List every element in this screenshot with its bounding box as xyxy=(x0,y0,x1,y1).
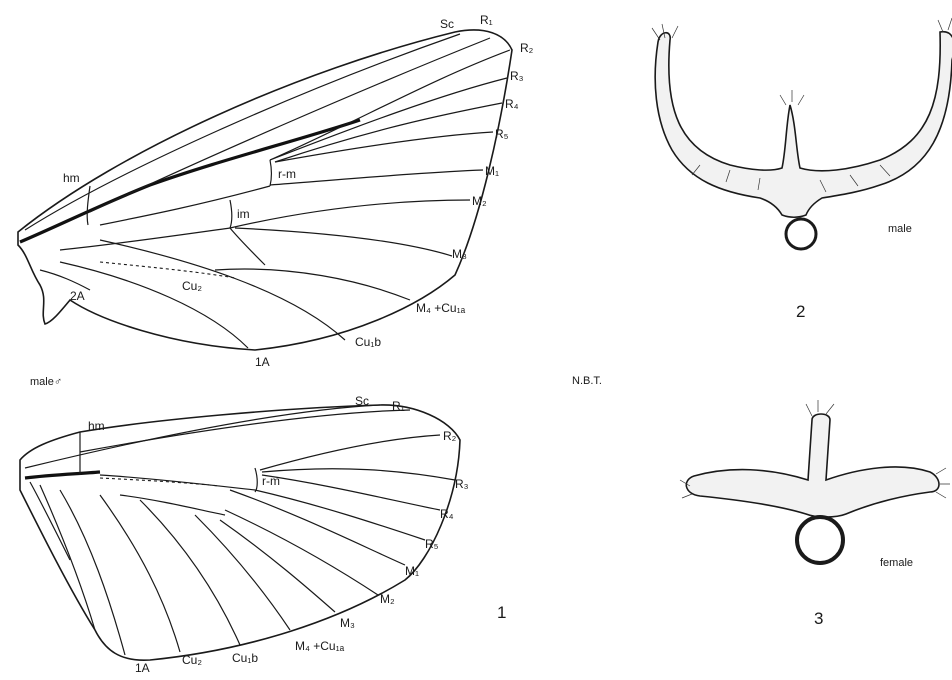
label-sc: Sc xyxy=(440,17,454,31)
figure-number-2: 2 xyxy=(796,302,805,321)
label-hm: hm xyxy=(63,171,80,185)
hw-vein-r2 xyxy=(260,435,440,470)
female-structure-outline xyxy=(686,414,939,517)
vein-m1 xyxy=(270,170,483,185)
hw-crossvein-rm xyxy=(255,468,257,492)
hw-label-m1: M₁ xyxy=(405,564,419,578)
hw-vein-r5 xyxy=(255,490,425,540)
vein-cubitus-stem xyxy=(60,228,230,250)
hw-vein-dashed xyxy=(100,478,220,486)
crossvein-mcu xyxy=(230,228,265,265)
vein-m4-cu1a xyxy=(215,269,410,300)
female-structure-diagram: female 3 xyxy=(680,400,950,628)
hw-label-m4-cu1a: M₄ +Cu₁ₐ xyxy=(295,639,345,653)
vein-m3 xyxy=(235,228,452,256)
hw-vein-2a xyxy=(40,485,95,630)
label-m1: M₁ xyxy=(485,164,499,178)
hw-vein-cubitus-stem xyxy=(120,495,225,515)
hw-label-m3: M₃ xyxy=(340,616,355,630)
hw-label-r5: R₅ xyxy=(425,537,439,551)
male-structure-diagram: male 2 xyxy=(652,18,952,321)
forewing-caption: male♂ xyxy=(30,376,62,388)
crossvein-hm xyxy=(87,186,90,225)
label-r3: R₃ xyxy=(510,69,524,83)
vein-2a xyxy=(40,270,90,290)
hw-label-cu2: Cu₂ xyxy=(182,653,202,667)
label-r2: R₂ xyxy=(520,41,534,55)
vein-cu2 xyxy=(100,262,235,278)
hw-label-r3: R₃ xyxy=(455,477,469,491)
female-label: female xyxy=(880,557,913,569)
hindwing-costa-base xyxy=(25,472,100,478)
hw-vein-r3 xyxy=(262,469,455,480)
hw-vein-m2 xyxy=(225,510,378,595)
label-m2: M₂ xyxy=(472,194,487,208)
hw-vein-r4 xyxy=(262,475,440,510)
label-1a: 1A xyxy=(255,355,270,369)
label-m4-cu1a: M₄ +Cu₁ₐ xyxy=(416,301,466,315)
male-ring xyxy=(786,219,816,249)
vein-1a xyxy=(60,262,248,348)
hw-vein-sc xyxy=(25,405,380,468)
crossvein-im xyxy=(230,200,232,228)
hw-label-hm: hm xyxy=(88,419,105,433)
vein-r4 xyxy=(275,103,502,162)
hw-label-1a: 1A xyxy=(135,661,150,675)
hw-vein-cu1b xyxy=(140,500,240,645)
credit-initials: N.B.T. xyxy=(572,375,602,387)
hw-vein-media-stem xyxy=(100,475,255,490)
crossvein-rm xyxy=(270,160,272,186)
label-cu1b: Cu₁b xyxy=(355,335,381,349)
male-structure-outline xyxy=(655,32,952,218)
label-im: im xyxy=(237,207,250,221)
hw-vein-m3 xyxy=(220,520,335,612)
vein-r3 xyxy=(270,78,507,160)
figure-number-1: 1 xyxy=(497,603,506,622)
vein-cu1b xyxy=(100,240,345,340)
hw-label-r4: R₄ xyxy=(440,507,454,521)
label-cu2: Cu₂ xyxy=(182,279,202,293)
hindwing-diagram: Sc R₁ R₂ R₃ R₄ R₅ M₁ M₂ M₃ M₄ +Cu₁ₐ Cu₁b… xyxy=(20,394,469,675)
figure-number-3: 3 xyxy=(814,609,823,628)
hw-label-r2: R₂ xyxy=(443,429,457,443)
hw-vein-1a xyxy=(60,490,125,655)
forewing-diagram: Sc R₁ R₂ R₃ R₄ R₅ M₁ M₂ M₃ M₄ +Cu₁ₐ Cu₁b… xyxy=(18,13,534,388)
hw-vein-m1 xyxy=(230,490,405,565)
hw-label-r1: R₁ xyxy=(392,399,405,413)
vein-m2 xyxy=(230,200,470,228)
hw-vein-cu2 xyxy=(100,495,180,652)
label-m3: M₃ xyxy=(452,247,467,261)
label-r4: R₄ xyxy=(505,97,519,111)
hw-label-m2: M₂ xyxy=(380,592,395,606)
male-label: male xyxy=(888,223,912,235)
vein-sc xyxy=(25,34,460,230)
hw-vein-m4-cu1a xyxy=(195,515,290,630)
label-rm: r-m xyxy=(278,167,296,181)
hw-label-rm: r-m xyxy=(262,474,280,488)
hw-label-cu1b: Cu₁b xyxy=(232,651,258,665)
label-r1: R₁ xyxy=(480,13,493,27)
label-r5: R₅ xyxy=(495,127,509,141)
female-ring xyxy=(797,517,843,563)
hw-label-sc: Sc xyxy=(355,394,369,408)
label-2a: 2A xyxy=(70,289,85,303)
hindwing-outline xyxy=(20,405,460,660)
